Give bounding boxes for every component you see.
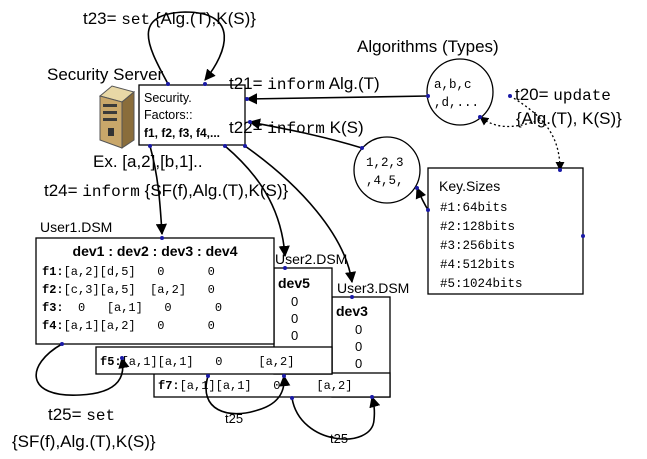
t25-label-line-2: {SF(f),Alg.(T),K(S)}: [12, 432, 156, 451]
t25-loop-user2: [205, 374, 291, 415]
user1-dsm-header: dev1 : dev2 : dev3 : dev4: [73, 243, 238, 259]
user1-row-4: f4:[a,1][a,2] 0 0: [42, 319, 215, 333]
t23-loop-arrow: [147, 11, 226, 85]
t25-label-line-1: t25= set: [48, 405, 115, 425]
user3-col-cell-1: 0: [355, 322, 362, 337]
algorithms-line-2: ,d,...: [434, 96, 479, 110]
t23-label: t23= set {Alg.(T),K(S)}: [83, 9, 256, 29]
t24-label: t24= inform {SF(f),Alg.(T),K(S)}: [44, 181, 289, 201]
connector-marks: [60, 82, 585, 400]
t21-arrow: [245, 93, 429, 105]
algorithms-line-1: a,b,c: [434, 78, 472, 92]
user2-dsm-label: User2.DSM: [275, 251, 347, 267]
user2-col-cell-2: 0: [291, 311, 298, 326]
user1-row-3: f3: 0 [a,1] 0 0: [42, 301, 222, 315]
user3-col-cell-3: 0: [355, 356, 362, 371]
t24-arrow-user3: [244, 145, 357, 284]
server-example: Ex. [a,2],[b,1]..: [93, 152, 203, 171]
key-size-item-2: #2:128bits: [440, 220, 515, 234]
t25-loop-user1: [35, 343, 130, 396]
t22-label: t22= inform K(S): [229, 118, 364, 138]
keysizes-to-index-arrow: [415, 186, 429, 211]
keysize-index-circle: [353, 136, 421, 204]
key-sizes-box: [427, 167, 584, 295]
algorithms-title: Algorithms (Types): [357, 37, 499, 56]
t25-small-label-a: t25: [225, 411, 243, 426]
t24-arrow-user1: [149, 145, 167, 236]
t20-update-to-keysizes: [509, 95, 565, 171]
factors-line-3: f1, f2, f3, f4,...: [144, 126, 220, 140]
index-line-2: ,4,5,: [366, 174, 404, 188]
user3-dsm-label: User3.DSM: [337, 280, 409, 296]
user1-dsm-box: [35, 237, 275, 345]
t25-small-label-b: t25: [330, 431, 348, 446]
user2-col-cell-3: 0: [291, 328, 298, 343]
t22-arrow: [248, 118, 363, 149]
user2-dsm-header: dev5: [278, 275, 310, 291]
t20-update-to-algorithms: [479, 116, 541, 128]
key-size-item-4: #4:512bits: [440, 258, 515, 272]
user1-row-2: f2:[c,3][a,5] [a,2] 0: [42, 283, 215, 297]
key-size-item-1: #1:64bits: [440, 201, 508, 215]
server-title: Security Server: [47, 65, 164, 84]
t25-loop-user3: [291, 395, 381, 440]
user3-col-cell-2: 0: [355, 339, 362, 354]
key-size-item-5: #5:1024bits: [440, 277, 523, 291]
t21-label: t21= inform Alg.(T): [229, 74, 380, 94]
user3-dsm-header: dev3: [336, 303, 368, 319]
algorithms-circle: [426, 58, 494, 126]
security-factors-box: [138, 84, 246, 146]
t20-label-line-2: {Alg.(T), K(S)}: [516, 109, 622, 128]
index-line-1: 1,2,3: [366, 156, 404, 170]
user3-dsm-bottom-row: [153, 372, 391, 398]
t24-arrow-user2: [224, 145, 290, 258]
user1-dsm-label: User1.DSM: [40, 219, 112, 235]
user1-row-1: f1:[a,2][d,5] 0 0: [42, 265, 215, 279]
server-icon: [98, 85, 136, 149]
user2-row: f5:[a,1][a,1] 0 [a,2]: [100, 355, 294, 369]
t20-label-line-1: t20= update: [515, 85, 611, 105]
factors-line-2: Factors::: [144, 108, 193, 122]
user2-col-cell-1: 0: [291, 294, 298, 309]
user3-row: f7:[a,1][a,1] 0 [a,2]: [158, 379, 352, 393]
key-size-item-3: #3:256bits: [440, 239, 515, 253]
key-sizes-title: Key.Sizes: [439, 178, 500, 194]
user2-dsm-bottom-row: [95, 346, 333, 375]
factors-line-1: Security.: [144, 91, 192, 105]
